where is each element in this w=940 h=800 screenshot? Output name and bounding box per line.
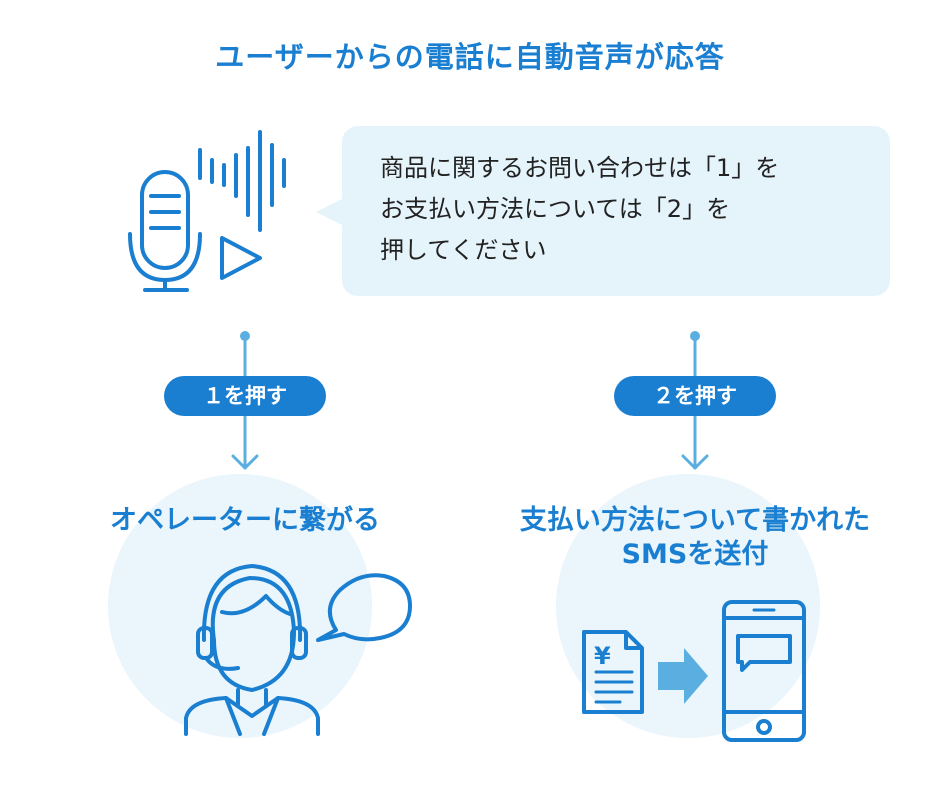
voice-line-2: お支払い方法については「2」を [380, 195, 731, 223]
voice-line-3: 押してください [380, 236, 547, 264]
connector-dot-1 [240, 331, 250, 341]
yen-symbol: ¥ [594, 642, 611, 670]
outcome-1-line-1: オペレーターに繋がる [110, 505, 380, 536]
voice-line-1: 商品に関するお問い合わせは「1」を [380, 154, 780, 182]
outcome-operator-title: オペレーターに繋がる [80, 504, 410, 538]
outcome-2-line-2: SMSを送付 [621, 539, 769, 570]
bubble-tail [316, 198, 344, 226]
outcome-sms-title: 支払い方法について書かれた SMSを送付 [470, 504, 920, 572]
voice-message-text: 商品に関するお問い合わせは「1」を お支払い方法については「2」を 押してくださ… [380, 148, 870, 271]
page-title: ユーザーからの電話に自動音声が応答 [215, 40, 725, 74]
branch-2-label: ２を押す [614, 376, 776, 416]
branch-1-label: １を押す [164, 376, 326, 416]
arrow-down-1 [231, 454, 259, 470]
outcome-2-line-1: 支払い方法について書かれた [519, 505, 871, 536]
voice-message-bubble [342, 126, 890, 296]
arrow-down-2 [681, 454, 709, 470]
connector-dot-2 [690, 331, 700, 341]
